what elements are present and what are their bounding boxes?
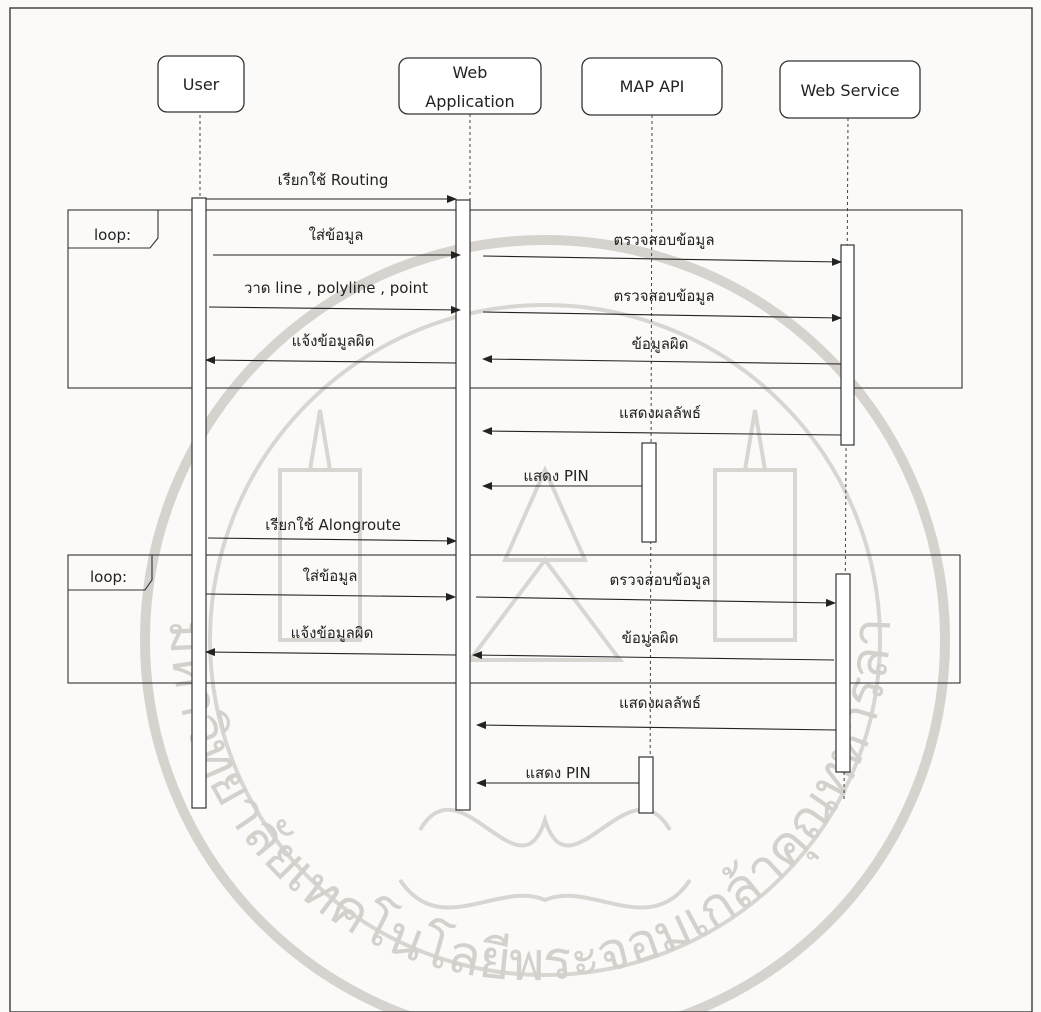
message-label-11: ใส่ข้อมูล [303, 567, 358, 585]
activation-webapp [455, 199, 471, 811]
activation-mapapi-2 [638, 756, 654, 814]
activation-user [191, 197, 207, 809]
message-label-2: ใส่ข้อมูล [309, 226, 364, 244]
loop-fragment-2: loop: [67, 554, 961, 684]
loop-fragment-1: loop: [67, 209, 963, 389]
participant-mapapi: MAP API [581, 57, 723, 116]
message-label-15: แสดงผลลัพธ์ [619, 694, 701, 712]
message-arrow-3 [482, 255, 842, 266]
participant-user: User [157, 55, 245, 113]
message-label-8: แสดงผลลัพธ์ [619, 404, 701, 422]
message-arrow-15 [476, 721, 837, 731]
message-label-10: เรียกใช้ Alongroute [265, 516, 401, 534]
message-label-6: แจ้งข้อมูลผิด [292, 332, 375, 350]
message-label-7: ข้อมูลผิด [632, 335, 689, 353]
activation-websvc-2 [835, 573, 851, 773]
participant-websvc: Web Service [779, 60, 921, 119]
participant-websvc-label: Web Service [800, 81, 899, 100]
message-arrow-6 [205, 356, 457, 365]
activation-mapapi-1 [641, 442, 657, 543]
message-arrow-14 [472, 651, 835, 661]
activation-websvc-1 [840, 244, 855, 446]
watermark-seal: มหาวิทยาลัยเทคโนโลยีพระจอมเกล้าคุณทหารลา… [0, 0, 950, 1012]
message-arrow-11 [205, 592, 456, 601]
participant-user-label: User [183, 75, 220, 94]
message-arrow-5 [482, 311, 842, 322]
loop-label-2: loop: [90, 568, 127, 586]
participant-webapp-label-line1: Web [453, 63, 488, 82]
participant-webapp: Web Application [398, 57, 542, 115]
participant-webapp-label-line2: Application [425, 92, 514, 111]
message-arrow-7 [482, 355, 842, 365]
message-label-9: แสดง PIN [523, 467, 588, 485]
loop-label-1: loop: [94, 226, 131, 244]
message-arrow-12 [475, 596, 836, 607]
page-frame [9, 7, 1033, 1012]
message-label-3: ตรวจสอบข้อมูล [613, 231, 714, 249]
participant-mapapi-label: MAP API [620, 77, 685, 96]
message-arrow-13 [205, 648, 457, 657]
message-label-12: ตรวจสอบข้อมูล [609, 571, 710, 589]
message-label-13: แจ้งข้อมูลผิด [291, 624, 374, 642]
message-label-1: เรียกใช้ Routing [278, 171, 389, 189]
message-arrow-4 [208, 305, 461, 314]
message-label-4: วาด line , polyline , point [244, 279, 428, 297]
message-label-5: ตรวจสอบข้อมูล [613, 287, 714, 305]
message-arrow-8 [482, 427, 842, 436]
message-label-14: ข้อมูลผิด [622, 629, 679, 647]
message-label-16: แสดง PIN [525, 764, 590, 782]
watermark-text: มหาวิทยาลัยเทคโนโลยีพระจอมเกล้าคุณทหารลา… [0, 0, 903, 993]
message-arrow-10 [207, 536, 457, 545]
